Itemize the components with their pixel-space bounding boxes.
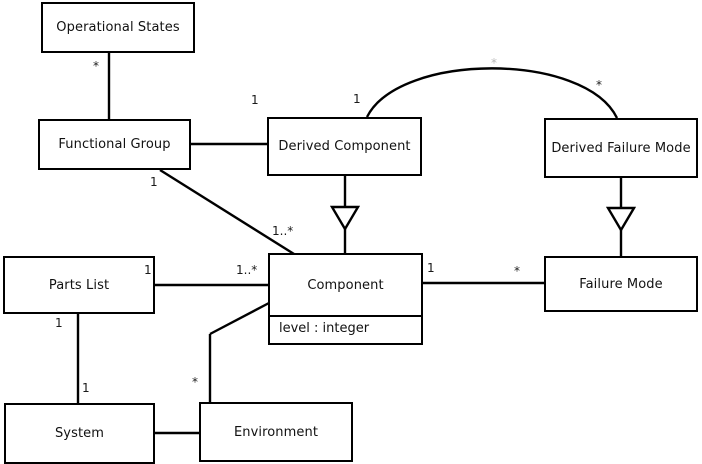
edge-environment-component-diagonal	[209, 301, 270, 336]
multiplicity-operational-states: *	[93, 59, 99, 73]
class-box-functional-group[interactable]: Functional Group	[38, 119, 191, 170]
multiplicity-parts-list-system-target: 1	[82, 381, 90, 395]
class-name-system: System	[54, 426, 105, 441]
class-box-failure-mode[interactable]: Failure Mode	[544, 256, 698, 312]
multiplicity-arc-apex: *	[491, 56, 497, 70]
class-name-derived-failure-mode: Derived Failure Mode	[551, 140, 691, 156]
class-name-operational-states: Operational States	[56, 20, 180, 35]
multiplicity-parts-list-system-source: 1	[55, 316, 63, 330]
multiplicity-parts-list-component-target: 1..*	[236, 263, 258, 277]
class-box-component[interactable]: Component level : integer	[268, 253, 423, 345]
multiplicity-functional-group-derived-component: 1	[251, 93, 259, 107]
multiplicity-derived-component-arc: 1	[353, 92, 361, 106]
multiplicity-functional-group-component-source: 1	[150, 175, 158, 189]
class-name-derived-component: Derived Component	[278, 139, 411, 154]
class-name-failure-mode: Failure Mode	[579, 276, 663, 292]
class-box-derived-component[interactable]: Derived Component	[267, 117, 422, 176]
class-box-operational-states[interactable]: Operational States	[41, 2, 195, 53]
multiplicity-environment-component: *	[192, 375, 198, 389]
class-name-functional-group: Functional Group	[58, 137, 171, 152]
class-box-derived-failure-mode[interactable]: Derived Failure Mode	[544, 118, 698, 178]
class-box-parts-list[interactable]: Parts List	[3, 256, 155, 314]
edge-functional-group-component	[159, 168, 295, 256]
multiplicity-parts-list-component-source: 1	[144, 263, 152, 277]
multiplicity-functional-group-component-target: 1..*	[272, 224, 294, 238]
class-box-system[interactable]: System	[4, 403, 155, 464]
class-name-parts-list: Parts List	[48, 277, 110, 293]
multiplicity-derived-failure-mode-arc: *	[596, 78, 602, 92]
class-name-component: Component	[307, 277, 384, 293]
generalization-triangle-component	[329, 205, 361, 232]
generalization-triangle-failure-mode	[605, 206, 637, 233]
multiplicity-component-failure-mode-source: 1	[427, 261, 435, 275]
class-name-environment: Environment	[233, 424, 319, 440]
edge-derived-component-derived-failure-mode	[365, 67, 619, 119]
class-attribute-component-level: level : integer	[270, 315, 421, 340]
class-box-environment[interactable]: Environment	[199, 402, 353, 462]
multiplicity-component-failure-mode-target: *	[514, 264, 520, 278]
